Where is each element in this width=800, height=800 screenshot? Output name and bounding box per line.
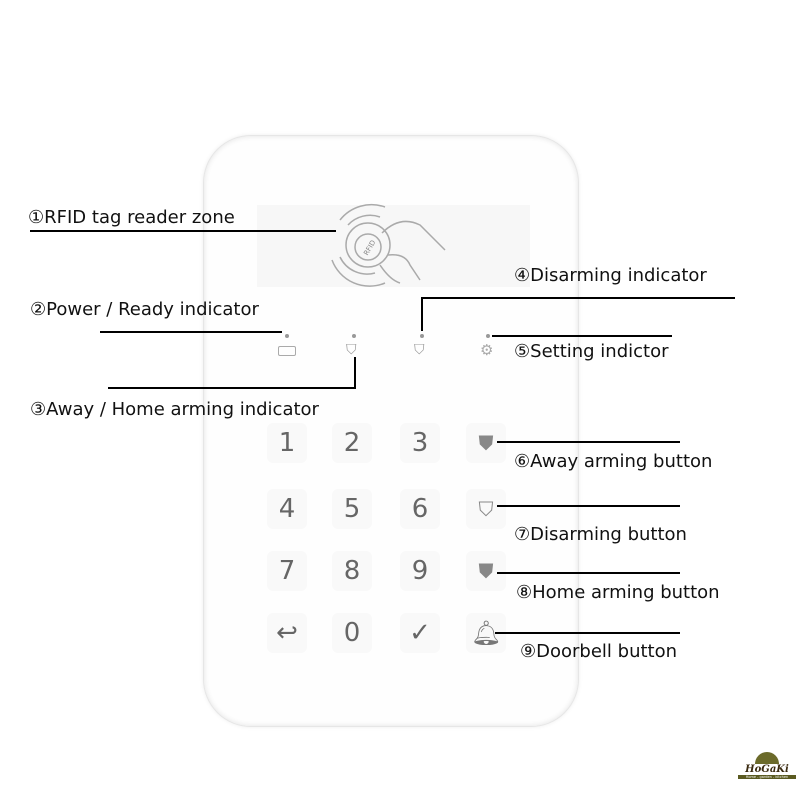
rfid-tag-hand-icon: RFID xyxy=(331,203,446,287)
leader-line xyxy=(497,441,680,443)
label-rfid: ①RFID tag reader zone xyxy=(28,207,235,228)
shield-arm-icon: ⛉ xyxy=(346,342,357,358)
shield-x-icon: ⛉ xyxy=(478,497,494,521)
key-2[interactable]: 3 xyxy=(400,423,440,463)
disarm-led xyxy=(420,334,424,338)
key-8[interactable]: 9 xyxy=(400,551,440,591)
shield-home-icon: ⛊ xyxy=(478,559,494,583)
key-6[interactable]: 7 xyxy=(267,551,307,591)
leader-line xyxy=(421,297,423,331)
label-doorbell: ⑨Doorbell button xyxy=(520,641,678,662)
rfid-reader-zone xyxy=(257,205,530,287)
leader-line xyxy=(100,331,282,333)
gear-icon: ⚙ xyxy=(480,341,494,359)
key-4[interactable]: 5 xyxy=(332,489,372,529)
leader-line xyxy=(108,387,356,389)
key-3[interactable]: 4 xyxy=(267,489,307,529)
label-disarm-indicator: ④Disarming indicator xyxy=(514,265,707,286)
key-1[interactable]: 2 xyxy=(332,423,372,463)
label-power: ②Power / Ready indicator xyxy=(30,299,259,320)
logo-tagline: Home - garden - kitchen xyxy=(738,775,796,779)
leader-line xyxy=(492,335,672,337)
label-away-button: ⑥Away arming button xyxy=(514,451,713,472)
key-0[interactable]: 1 xyxy=(267,423,307,463)
arming-led xyxy=(352,334,356,338)
power-led xyxy=(285,334,289,338)
key-5[interactable]: 6 xyxy=(400,489,440,529)
leaf-house-icon xyxy=(755,752,779,764)
battery-icon xyxy=(278,346,296,356)
key-11[interactable]: ✓ xyxy=(400,613,440,653)
label-arming-indicator: ③Away / Home arming indicator xyxy=(30,399,319,420)
key-10[interactable]: 0 xyxy=(332,613,372,653)
setting-led xyxy=(486,334,490,338)
logo-name: HoGaKi xyxy=(745,764,789,775)
leader-line xyxy=(495,632,680,634)
key-7[interactable]: 8 xyxy=(332,551,372,591)
rfid-text: RFID xyxy=(362,239,377,257)
disarm-button[interactable]: ⛉ xyxy=(466,489,506,529)
hogaki-logo: HoGaKi Home - garden - kitchen xyxy=(738,752,796,779)
label-disarm-button: ⑦Disarming button xyxy=(514,524,687,545)
leader-line xyxy=(354,357,356,389)
leader-line xyxy=(30,230,336,232)
leader-line xyxy=(421,297,735,299)
leader-line xyxy=(497,505,680,507)
key-9[interactable]: ↩ xyxy=(267,613,307,653)
label-home-button: ⑧Home arming button xyxy=(516,582,720,603)
leader-line xyxy=(497,572,680,574)
away-arm-button[interactable]: ⛊ xyxy=(466,423,506,463)
shield-x-icon: ⛉ xyxy=(414,342,425,358)
label-setting: ⑤Setting indictor xyxy=(514,341,669,362)
shield-icon: ⛊ xyxy=(478,431,494,455)
home-arm-button[interactable]: ⛊ xyxy=(466,551,506,591)
